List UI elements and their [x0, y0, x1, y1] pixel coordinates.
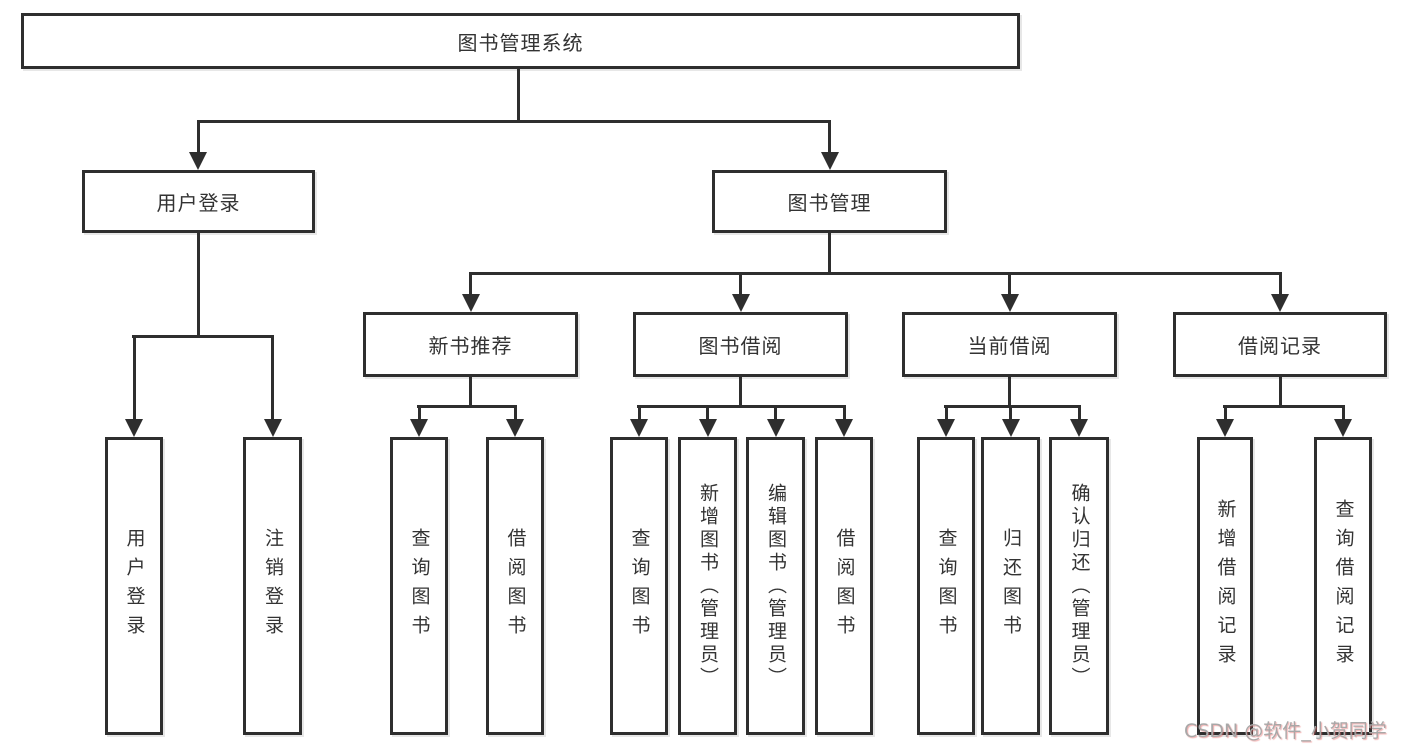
connector-vline: [1279, 377, 1282, 408]
leaf-return-books: 归还图书: [981, 437, 1040, 735]
node-book-borrow: 图书借阅: [633, 312, 848, 377]
connector-vline: [1224, 405, 1227, 421]
connector-vline: [774, 405, 777, 421]
node-label: 借阅图书: [833, 528, 856, 644]
node-label: 新增图书（管理员）: [697, 482, 719, 690]
arrow-down-icon: [410, 419, 428, 437]
leaf-add-borrow-record: 新增借阅记录: [1197, 437, 1253, 735]
leaf-current-query-books: 查询图书: [917, 437, 975, 735]
connector-vline: [469, 272, 472, 296]
connector-vline: [828, 233, 831, 275]
node-label: 查询借阅记录: [1332, 499, 1355, 673]
connector-vline: [197, 233, 200, 338]
connector-vline: [514, 405, 517, 421]
node-book-management: 图书管理: [712, 170, 947, 233]
node-label: 确认归还（管理员）: [1068, 482, 1091, 690]
connector-hline: [469, 272, 1282, 275]
connector-hline: [132, 335, 274, 338]
connector-vline: [638, 405, 641, 421]
leaf-confirm-return-admin: 确认归还（管理员）: [1049, 437, 1109, 735]
connector-vline: [1279, 272, 1282, 296]
node-label: 查询图书: [628, 528, 651, 644]
node-label: 编辑图书（管理员）: [765, 482, 787, 690]
node-label: 用户登录: [156, 191, 241, 215]
leaf-user-login: 用户登录: [105, 437, 163, 735]
node-label: 用户登录: [123, 528, 146, 644]
leaf-recommend-query-books: 查询图书: [390, 437, 448, 735]
node-label: 查询图书: [935, 528, 958, 644]
leaf-borrow-books: 借阅图书: [815, 437, 873, 735]
leaf-edit-books-admin: 编辑图书（管理员）: [746, 437, 805, 735]
connector-hline: [1223, 405, 1345, 408]
connector-vline: [828, 120, 831, 154]
node-label: 当前借阅: [967, 334, 1052, 358]
node-label: 注销登录: [262, 528, 284, 644]
connector-vline: [133, 335, 136, 421]
arrow-down-icon: [1334, 419, 1352, 437]
arrow-down-icon: [506, 419, 524, 437]
connector-hline: [944, 405, 1081, 408]
connector-vline: [843, 405, 846, 421]
arrow-down-icon: [189, 152, 207, 170]
node-borrow-records: 借阅记录: [1173, 312, 1387, 377]
arrow-down-icon: [1001, 294, 1019, 312]
connector-vline: [945, 405, 948, 421]
arrow-down-icon: [264, 419, 282, 437]
arrow-down-icon: [835, 419, 853, 437]
connector-vline: [1008, 377, 1011, 408]
arrow-down-icon: [821, 152, 839, 170]
connector-vline: [1008, 272, 1011, 296]
node-label: 新增借阅记录: [1214, 499, 1237, 673]
node-new-book-recommend: 新书推荐: [363, 312, 578, 377]
node-user-login: 用户登录: [82, 170, 315, 233]
connector-vline: [418, 405, 421, 421]
connector-hline: [637, 405, 846, 408]
watermark: CSDN @软件_小贺同学: [1184, 720, 1387, 742]
connector-vline: [469, 377, 472, 408]
node-label: 查询图书: [408, 528, 431, 644]
connector-vline: [271, 335, 274, 421]
connector-vline: [739, 377, 742, 408]
connector-vline: [1009, 405, 1012, 421]
connector-vline: [1078, 405, 1081, 421]
connector-vline: [517, 69, 520, 123]
arrow-down-icon: [1002, 419, 1020, 437]
node-label: 图书借阅: [698, 334, 783, 358]
arrow-down-icon: [699, 419, 717, 437]
arrow-down-icon: [1070, 419, 1088, 437]
node-label: 新书推荐: [428, 334, 513, 358]
arrow-down-icon: [732, 294, 750, 312]
node-label: 归还图书: [1000, 528, 1022, 644]
node-label: 借阅图书: [504, 528, 527, 644]
arrow-down-icon: [1271, 294, 1289, 312]
leaf-borrow-query-books: 查询图书: [610, 437, 668, 735]
arrow-down-icon: [767, 419, 785, 437]
connector-hline: [197, 120, 831, 123]
leaf-recommend-borrow-books: 借阅图书: [486, 437, 544, 735]
node-label: 图书管理系统: [457, 30, 584, 55]
arrow-down-icon: [1216, 419, 1234, 437]
connector-vline: [197, 120, 200, 154]
arrow-down-icon: [462, 294, 480, 312]
node-root: 图书管理系统: [21, 13, 1020, 69]
node-current-borrow: 当前借阅: [902, 312, 1117, 377]
connector-hline: [417, 405, 517, 408]
connector-vline: [739, 272, 742, 296]
leaf-query-borrow-record: 查询借阅记录: [1314, 437, 1372, 735]
connector-vline: [1342, 405, 1345, 421]
leaf-logout: 注销登录: [243, 437, 302, 735]
node-label: 借阅记录: [1238, 334, 1322, 358]
arrow-down-icon: [125, 419, 143, 437]
leaf-add-books-admin: 新增图书（管理员）: [678, 437, 737, 735]
arrow-down-icon: [630, 419, 648, 437]
node-label: 图书管理: [787, 191, 872, 215]
connector-vline: [706, 405, 709, 421]
arrow-down-icon: [937, 419, 955, 437]
